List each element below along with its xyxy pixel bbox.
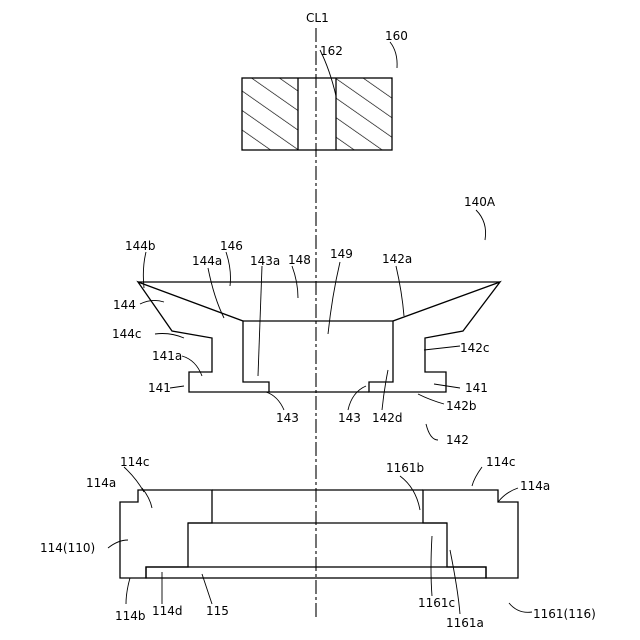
label-1161-116: 1161(116) — [533, 607, 596, 621]
component-140a-holder — [138, 282, 500, 392]
label-114a-right: 114a — [520, 479, 550, 493]
label-143-right: 143 — [338, 411, 361, 425]
label-144c: 144c — [112, 327, 142, 341]
label-114-110: 114(110) — [40, 541, 95, 555]
label-149: 149 — [330, 247, 353, 261]
component-114-base — [120, 490, 518, 578]
label-1161a: 1161a — [446, 616, 484, 630]
label-142b: 142b — [446, 399, 477, 413]
label-114d: 114d — [152, 604, 183, 618]
label-115: 115 — [206, 604, 229, 618]
label-142: 142 — [446, 433, 469, 447]
label-148: 148 — [288, 253, 311, 267]
label-114a-left: 114a — [86, 476, 116, 490]
label-162: 162 — [320, 44, 343, 58]
label-114b: 114b — [115, 609, 146, 623]
label-114c-right: 114c — [486, 455, 516, 469]
label-142c: 142c — [460, 341, 490, 355]
label-141-left: 141 — [148, 381, 171, 395]
leader-lines — [108, 42, 532, 614]
label-144b: 144b — [125, 239, 156, 253]
label-146: 146 — [220, 239, 243, 253]
label-144: 144 — [113, 298, 136, 312]
label-143-left: 143 — [276, 411, 299, 425]
label-141a: 141a — [152, 349, 182, 363]
centerline-label: CL1 — [306, 11, 329, 25]
component-160-block — [242, 78, 392, 150]
label-142d: 142d — [372, 411, 403, 425]
label-160: 160 — [385, 29, 408, 43]
label-1161c: 1161c — [418, 596, 455, 610]
label-114c-left: 114c — [120, 455, 150, 469]
label-143a: 143a — [250, 254, 280, 268]
label-1161b: 1161b — [386, 461, 424, 475]
label-142a: 142a — [382, 252, 412, 266]
label-140a: 140A — [464, 195, 496, 209]
label-144a: 144a — [192, 254, 222, 268]
label-141-right: 141 — [465, 381, 488, 395]
